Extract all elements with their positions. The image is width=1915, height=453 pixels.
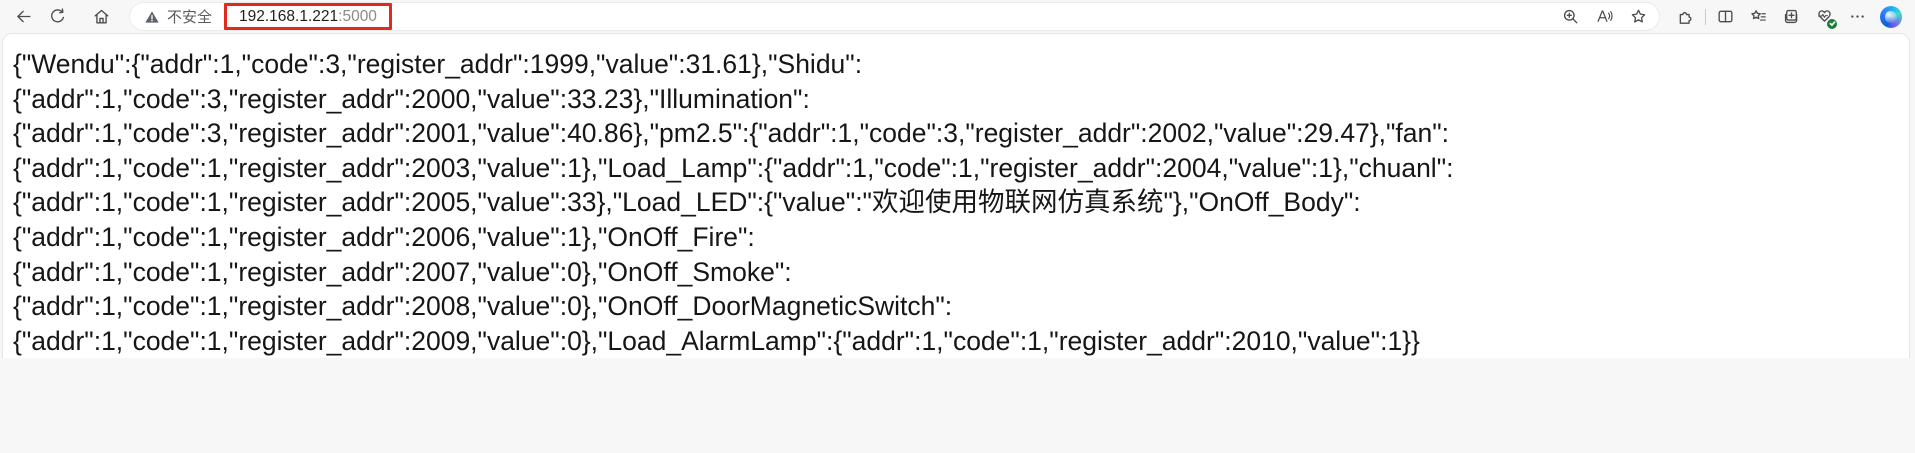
settings-more-button[interactable]: [1841, 3, 1874, 31]
tab-copy-plus-icon: [1784, 9, 1798, 24]
zoom-button[interactable]: [1553, 3, 1587, 31]
json-text-line: {"addr":1,"code":3,"register_addr":2000,…: [13, 83, 810, 114]
address-bar[interactable]: 不安全 192.168.1.221:5000: [130, 3, 1659, 30]
json-text-line: {"addr":1,"code":1,"register_addr":2007,…: [13, 256, 792, 287]
extensions-puzzle-icon: [1679, 12, 1692, 24]
browser-essentials-button[interactable]: [1808, 3, 1841, 31]
collections-icon: [1751, 10, 1766, 21]
home-button[interactable]: [84, 3, 118, 31]
json-text-line: {"Wendu":{"addr":1,"code":3,"register_ad…: [13, 49, 863, 79]
security-label: 不安全: [167, 9, 213, 26]
url-text[interactable]: 192.168.1.221:5000: [239, 8, 377, 26]
json-text-line: {"addr":1,"code":1,"register_addr":2009,…: [13, 325, 1420, 356]
back-button[interactable]: [6, 3, 40, 31]
back-icon: [16, 10, 31, 23]
site-security-chip[interactable]: 不安全: [144, 6, 212, 27]
warning-icon: [145, 10, 159, 23]
copilot-icon: [1879, 5, 1902, 28]
zoom-in-icon: [1563, 9, 1578, 24]
json-text-line: {"addr":1,"code":1,"register_addr":2003,…: [13, 152, 1454, 183]
ellipsis-icon: [1851, 15, 1864, 18]
copilot-button[interactable]: [1874, 3, 1907, 31]
read-aloud-icon: [1597, 10, 1613, 22]
read-aloud-button[interactable]: [1587, 3, 1621, 31]
json-text-line: {"addr":1,"code":1,"register_addr":2006,…: [13, 221, 755, 252]
home-icon: [93, 9, 109, 24]
collections-button[interactable]: [1742, 3, 1775, 31]
url-highlight-annotation: 192.168.1.221:5000: [224, 3, 392, 30]
json-text-line: {"addr":1,"code":1,"register_addr":2005,…: [13, 187, 1361, 218]
split-screen-icon: [1718, 10, 1733, 23]
favorite-star-icon: [1631, 9, 1645, 23]
url-host: 192.168.1.221: [239, 7, 339, 25]
checkmark-badge-icon: [1827, 18, 1837, 29]
toolbar-divider: [1705, 8, 1706, 25]
address-bar-actions: [1553, 3, 1655, 31]
favorite-button[interactable]: [1621, 3, 1655, 31]
json-text-line: {"addr":1,"code":1,"register_addr":2008,…: [13, 291, 953, 322]
page-content: {"Wendu":{"addr":1,"code":3,"register_ad…: [2, 33, 1910, 359]
split-screen-button[interactable]: [1709, 3, 1742, 31]
json-text-line: {"addr":1,"code":3,"register_addr":2001,…: [13, 118, 1450, 149]
refresh-icon: [50, 8, 64, 23]
browser-window: 不安全 192.168.1.221:5000: [0, 0, 1915, 359]
tab-copy-button[interactable]: [1775, 3, 1808, 31]
url-port: :5000: [338, 7, 377, 25]
toolbar-actions: [1669, 3, 1907, 31]
browser-essentials-icon: [1818, 10, 1831, 22]
extensions-button[interactable]: [1669, 3, 1702, 31]
browser-toolbar: 不安全 192.168.1.221:5000: [0, 0, 1915, 33]
refresh-button[interactable]: [40, 3, 74, 31]
